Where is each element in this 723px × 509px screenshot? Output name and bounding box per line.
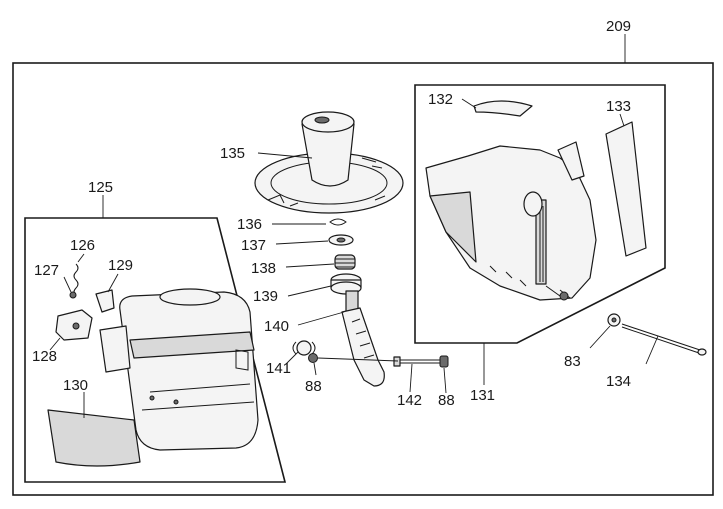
spring-138-part [285, 254, 356, 270]
callout-141: 141 [266, 360, 291, 377]
callout-137: 137 [241, 237, 266, 254]
shift-lever-part [297, 290, 385, 387]
cover-plate-130-part [47, 392, 141, 467]
clip-129-part [95, 273, 119, 313]
callout-132: 132 [428, 91, 453, 108]
nut-88-right-part [439, 355, 449, 394]
assembly-frame-209 [12, 34, 714, 496]
panel-133-part [605, 113, 647, 257]
spring-clip-141-part [285, 340, 316, 365]
callout-136: 136 [237, 216, 262, 233]
callout-128: 128 [32, 348, 57, 365]
pin-134-part [621, 323, 707, 365]
callout-126: 126 [70, 237, 95, 254]
bolt-142-part [317, 356, 440, 393]
callout-209: 209 [606, 18, 631, 35]
callout-134: 134 [606, 373, 631, 390]
callout-138: 138 [251, 260, 276, 277]
callout-125: 125 [88, 179, 113, 196]
callout-130: 130 [63, 377, 88, 394]
callout-133: 133 [606, 98, 631, 115]
subassembly-frame-131 [414, 84, 666, 385]
spring-126-part [73, 253, 85, 297]
callout-139: 139 [253, 288, 278, 305]
bushing-139-part [287, 273, 362, 297]
callout-142: 142 [397, 392, 422, 409]
callout-135: 135 [220, 145, 245, 162]
shifter-housing-part [425, 141, 597, 301]
nut-88-left-part [308, 353, 318, 376]
washer-137-part [275, 234, 354, 246]
callout-88-left: 88 [305, 378, 322, 395]
motor-housing-part [99, 288, 259, 451]
callout-131: 131 [470, 387, 495, 404]
callout-127: 127 [34, 262, 59, 279]
washer-83-part [589, 313, 621, 349]
callout-88-right: 88 [438, 392, 455, 409]
clip-136-part [272, 218, 347, 226]
callout-83: 83 [564, 353, 581, 370]
shift-boot-part [254, 111, 404, 214]
callout-140: 140 [264, 318, 289, 335]
callout-129: 129 [108, 257, 133, 274]
subassembly-frame-125 [24, 195, 287, 483]
trim-132-part [461, 98, 533, 117]
pin-127-part [63, 276, 77, 299]
bracket-128-part [49, 309, 93, 351]
